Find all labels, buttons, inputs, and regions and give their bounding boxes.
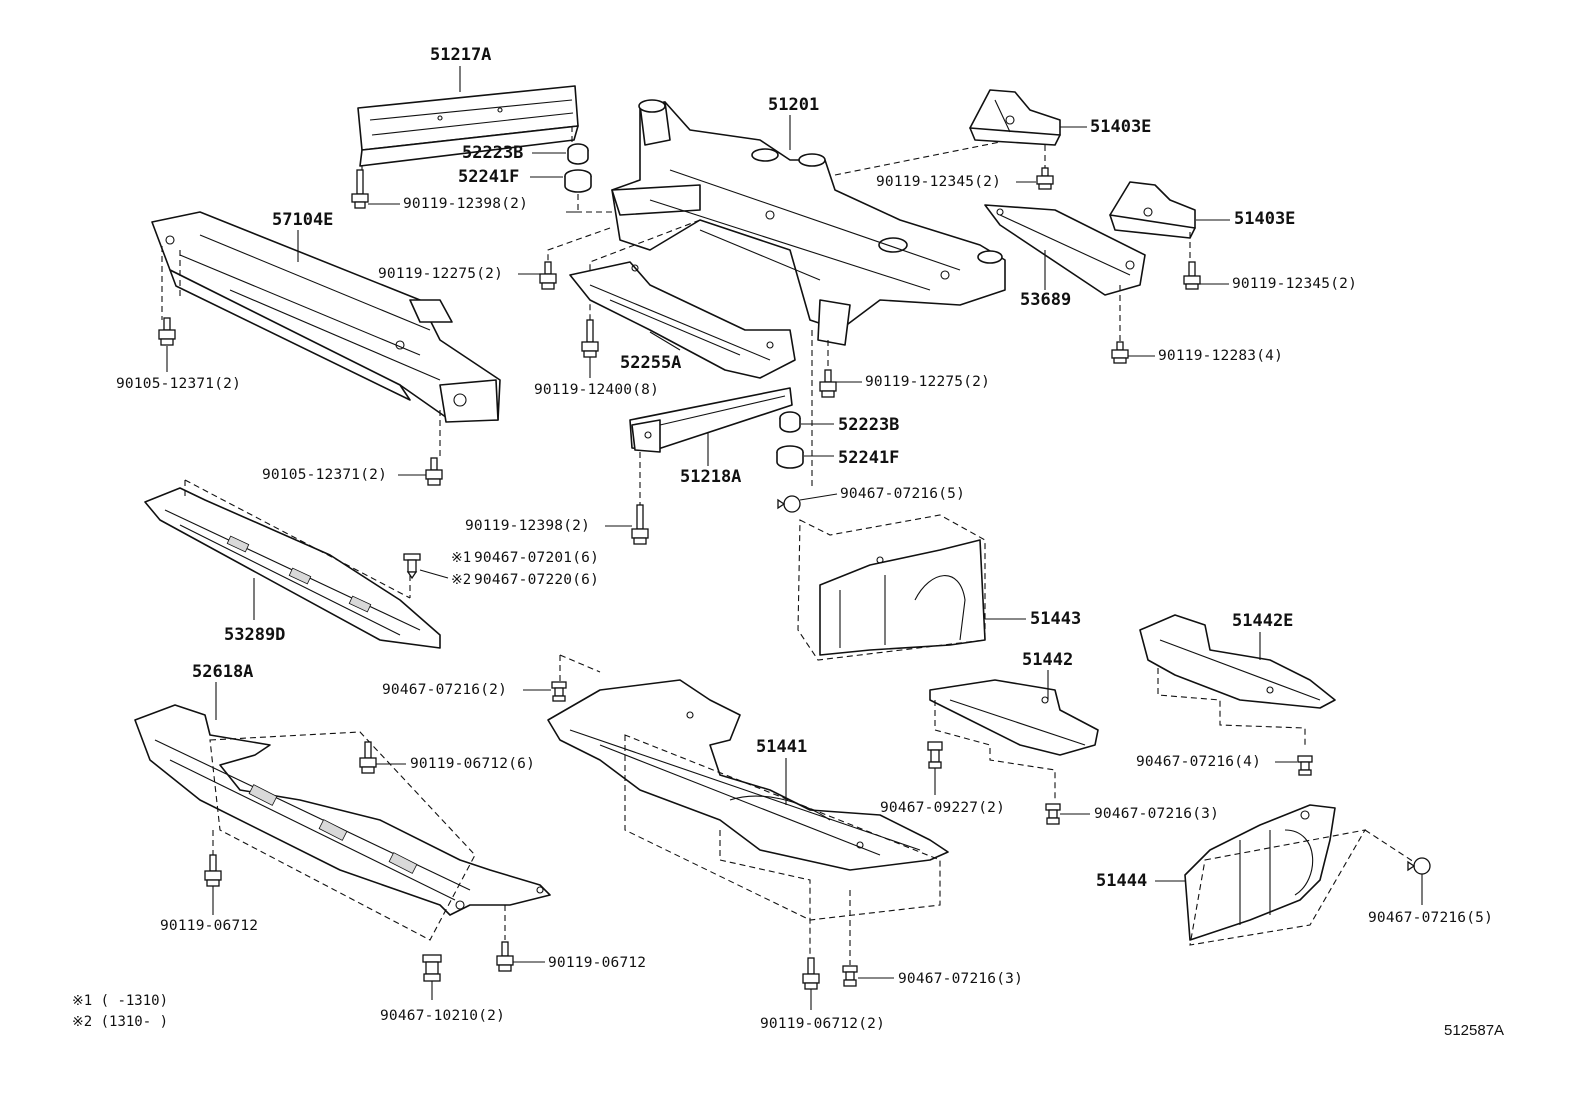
bolt-icon	[496, 941, 514, 972]
bolt-icon	[581, 319, 599, 358]
bolt-icon	[1183, 261, 1201, 290]
fastener-label-90467-07216-2: 90467-07216(2)	[382, 682, 507, 698]
bolt-icon	[927, 741, 943, 769]
bolt-icon	[1036, 167, 1054, 190]
clip-icon	[1045, 803, 1061, 825]
bolt-icon	[425, 457, 443, 486]
bolt-icon	[1111, 341, 1129, 364]
part-51442-drawing	[929, 679, 1099, 800]
note-2: ※2 (1310- )	[72, 1014, 168, 1030]
bolt-icon	[819, 369, 837, 398]
fastener-label-90119-12345-upper: 90119-12345(2)	[876, 174, 1001, 190]
part-label-52618A: 52618A	[192, 662, 253, 682]
part-51443-drawing	[797, 514, 986, 661]
fastener-label-90105-12371-left: 90105-12371(2)	[116, 376, 241, 392]
part-52255A-drawing	[569, 261, 796, 379]
note-1: ※1 ( -1310)	[72, 993, 168, 1009]
fastener-label-90119-12275-right: 90119-12275(2)	[865, 374, 990, 390]
clip-icon	[551, 681, 567, 702]
fastener-label-90119-06712-left: 90119-06712	[160, 918, 258, 934]
part-label-52223B-upper: 52223B	[462, 143, 523, 163]
part-label-53289D: 53289D	[224, 625, 285, 645]
fastener-label-90119-12398-upper: 90119-12398(2)	[403, 196, 528, 212]
part-label-53689: 53689	[1020, 290, 1071, 310]
part-51201-drawing	[547, 99, 1036, 490]
part-label-57104E: 57104E	[272, 210, 333, 230]
part-label-51441: 51441	[756, 737, 807, 757]
fastener-label-90119-06712-6: 90119-06712(6)	[410, 756, 535, 772]
part-label-51442: 51442	[1022, 650, 1073, 670]
clip-icon	[403, 553, 421, 580]
bolt-icon	[631, 504, 649, 545]
diagram-id: 512587A	[1444, 1022, 1504, 1039]
fastener-label-90119-12345-lower: 90119-12345(2)	[1232, 276, 1357, 292]
part-label-51218A: 51218A	[680, 467, 741, 487]
fastener-label-90467-07220: 90467-07220(6)	[474, 572, 599, 588]
bolt-icon	[802, 957, 820, 990]
part-51217A-drawing	[357, 85, 579, 188]
bolt-icon	[422, 954, 442, 982]
part-label-52241F-upper: 52241F	[458, 167, 519, 187]
marker-2: ※2	[451, 572, 471, 588]
part-label-51217A: 51217A	[430, 45, 491, 65]
bolt-icon	[204, 854, 222, 887]
bolt-icon	[539, 261, 557, 290]
part-label-51403E-lower: 51403E	[1234, 209, 1295, 229]
part-57104E-drawing	[151, 211, 501, 460]
fastener-label-90467-10210: 90467-10210(2)	[380, 1008, 505, 1024]
bolt-icon	[359, 741, 377, 774]
fastener-label-90467-07201: 90467-07201(6)	[474, 550, 599, 566]
clip-icon	[1407, 857, 1431, 875]
fastener-label-90119-06712-mid: 90119-06712	[548, 955, 646, 971]
fastener-label-90467-09227: 90467-09227(2)	[880, 800, 1005, 816]
fastener-label-90105-12371-right: 90105-12371(2)	[262, 467, 387, 483]
bushing-52223B-lower	[779, 411, 801, 433]
part-label-51443: 51443	[1030, 609, 1081, 629]
bushing-52241F-lower	[776, 445, 804, 469]
part-label-52223B-lower: 52223B	[838, 415, 899, 435]
bushing-52241F-upper	[564, 169, 592, 193]
part-53289D-drawing	[144, 479, 441, 649]
part-label-51444: 51444	[1096, 871, 1147, 891]
fastener-label-90119-12275-left: 90119-12275(2)	[378, 266, 503, 282]
part-51444-drawing	[1184, 804, 1367, 946]
part-51403E-upper-drawing	[969, 89, 1061, 170]
fastener-label-90467-07216-3-right: 90467-07216(3)	[1094, 806, 1219, 822]
clip-icon	[1297, 755, 1313, 776]
bolt-icon	[351, 169, 369, 209]
part-51442E-drawing	[1139, 614, 1336, 748]
part-label-52255A: 52255A	[620, 353, 681, 373]
bushing-52223B-upper	[567, 143, 589, 165]
part-label-52241F-lower: 52241F	[838, 448, 899, 468]
fastener-label-90119-12283: 90119-12283(4)	[1158, 348, 1283, 364]
clip-icon	[842, 965, 858, 987]
fastener-label-90119-12398-lower: 90119-12398(2)	[465, 518, 590, 534]
part-label-51403E-upper: 51403E	[1090, 117, 1151, 137]
part-51403E-lower-drawing	[1109, 181, 1196, 262]
fastener-label-90467-07216-3-bottom: 90467-07216(3)	[898, 971, 1023, 987]
part-51441-drawing	[547, 654, 949, 965]
part-label-51201: 51201	[768, 95, 819, 115]
part-51218A-drawing	[629, 387, 793, 505]
marker-1: ※1	[451, 550, 471, 566]
part-52618A-drawing	[134, 704, 551, 941]
fastener-label-90467-07216-5-upper: 90467-07216(5)	[840, 486, 965, 502]
clip-icon	[777, 495, 801, 513]
part-53689-drawing	[984, 204, 1146, 345]
fastener-label-90467-07216-5-right: 90467-07216(5)	[1368, 910, 1493, 926]
bolt-icon	[158, 317, 176, 346]
fastener-label-90467-07216-4: 90467-07216(4)	[1136, 754, 1261, 770]
fastener-label-90119-12400: 90119-12400(8)	[534, 382, 659, 398]
part-label-51442E: 51442E	[1232, 611, 1293, 631]
fastener-label-90119-06712-2: 90119-06712(2)	[760, 1016, 885, 1032]
